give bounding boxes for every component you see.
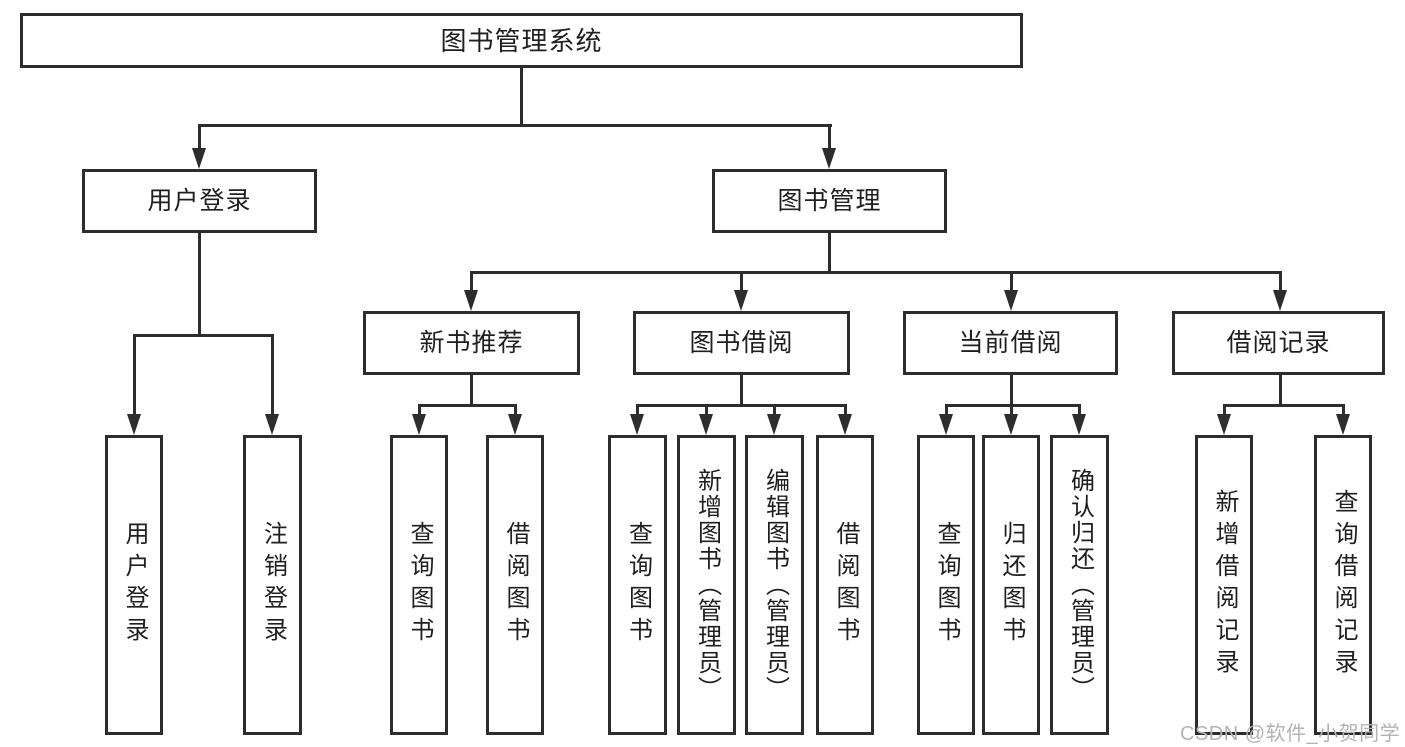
leaf-user-login: 用户登录 <box>105 435 163 735</box>
node-user-login-branch: 用户登录 <box>82 169 317 233</box>
connector-nbr-stem <box>470 375 473 406</box>
leaf-query-books-recommend: 查询图书 <box>390 435 448 735</box>
connector-drop-book-borrow <box>740 274 743 292</box>
connector-bb-stem <box>740 375 743 406</box>
node-library-management-system: 图书管理系统 <box>20 13 1023 68</box>
connector-drop <box>636 404 639 416</box>
connector-level1-rail <box>198 124 832 127</box>
connector-drop <box>945 404 948 416</box>
connector-drop-leaf-logout <box>271 337 274 415</box>
arrow-down-icon <box>838 414 852 435</box>
connector-user-rail <box>133 334 274 337</box>
connector-br-rail <box>1223 404 1344 407</box>
arrow-down-icon <box>822 148 836 169</box>
leaf-borrow-books-borrowing: 借阅图书 <box>816 435 874 735</box>
arrow-down-icon <box>508 414 522 435</box>
arrow-down-icon <box>1004 290 1018 311</box>
arrow-down-icon <box>265 414 279 435</box>
connector-cb-rail <box>945 404 1081 407</box>
connector-drop-book-mgmt <box>828 127 831 151</box>
connector-bb-rail <box>636 404 847 407</box>
connector-drop-leaf-login <box>133 337 136 415</box>
arrow-down-icon <box>699 414 713 435</box>
connector-drop <box>705 404 708 416</box>
connector-drop-new-book <box>470 274 473 292</box>
connector-cb-stem <box>1010 375 1013 406</box>
connector-root-stem <box>520 68 523 127</box>
arrow-down-icon <box>1217 414 1231 435</box>
arrow-down-icon <box>1336 414 1350 435</box>
leaf-add-books-admin: 新增图书（管理员） <box>677 435 736 735</box>
leaf-return-books: 归还图书 <box>982 435 1040 735</box>
connector-br-stem <box>1279 375 1282 406</box>
node-book-borrowing: 图书借阅 <box>633 311 850 375</box>
arrow-down-icon <box>1004 414 1018 435</box>
connector-user-branch-stem <box>198 232 201 336</box>
node-borrow-records: 借阅记录 <box>1172 311 1385 375</box>
connector-drop-user-login <box>198 127 201 151</box>
leaf-add-borrow-record: 新增借阅记录 <box>1195 435 1253 735</box>
arrow-down-icon <box>192 148 206 169</box>
connector-drop <box>1223 404 1226 416</box>
watermark: CSDN @软件_小贺同学 <box>1180 723 1401 745</box>
connector-drop <box>1010 404 1013 416</box>
node-new-book-recommendation: 新书推荐 <box>363 311 580 375</box>
connector-level3-rail <box>470 271 1282 274</box>
connector-drop <box>844 404 847 416</box>
connector-drop <box>418 404 421 416</box>
leaf-logout: 注销登录 <box>243 435 302 735</box>
arrow-down-icon <box>630 414 644 435</box>
leaf-edit-books-admin: 编辑图书（管理员） <box>745 435 804 735</box>
leaf-confirm-return-admin: 确认归还（管理员） <box>1050 435 1109 735</box>
connector-nbr-rail <box>418 404 517 407</box>
leaf-query-books-borrowing: 查询图书 <box>608 435 667 735</box>
connector-mgmt-branch-stem <box>828 232 831 274</box>
arrow-down-icon <box>939 414 953 435</box>
connector-drop <box>773 404 776 416</box>
connector-drop <box>1078 404 1081 416</box>
node-book-management-branch: 图书管理 <box>712 169 947 233</box>
connector-drop-borrow-records <box>1279 274 1282 292</box>
arrow-down-icon <box>412 414 426 435</box>
arrow-down-icon <box>464 290 478 311</box>
arrow-down-icon <box>1273 290 1287 311</box>
connector-drop-current-borrow <box>1010 274 1013 292</box>
connector-drop <box>514 404 517 416</box>
leaf-query-borrow-record: 查询借阅记录 <box>1314 435 1372 735</box>
leaf-query-books-current: 查询图书 <box>917 435 975 735</box>
leaf-borrow-books-recommend: 借阅图书 <box>486 435 544 735</box>
connector-drop <box>1342 404 1345 416</box>
arrow-down-icon <box>127 414 141 435</box>
arrow-down-icon <box>734 290 748 311</box>
arrow-down-icon <box>1072 414 1086 435</box>
arrow-down-icon <box>767 414 781 435</box>
node-current-borrowing: 当前借阅 <box>903 311 1118 375</box>
